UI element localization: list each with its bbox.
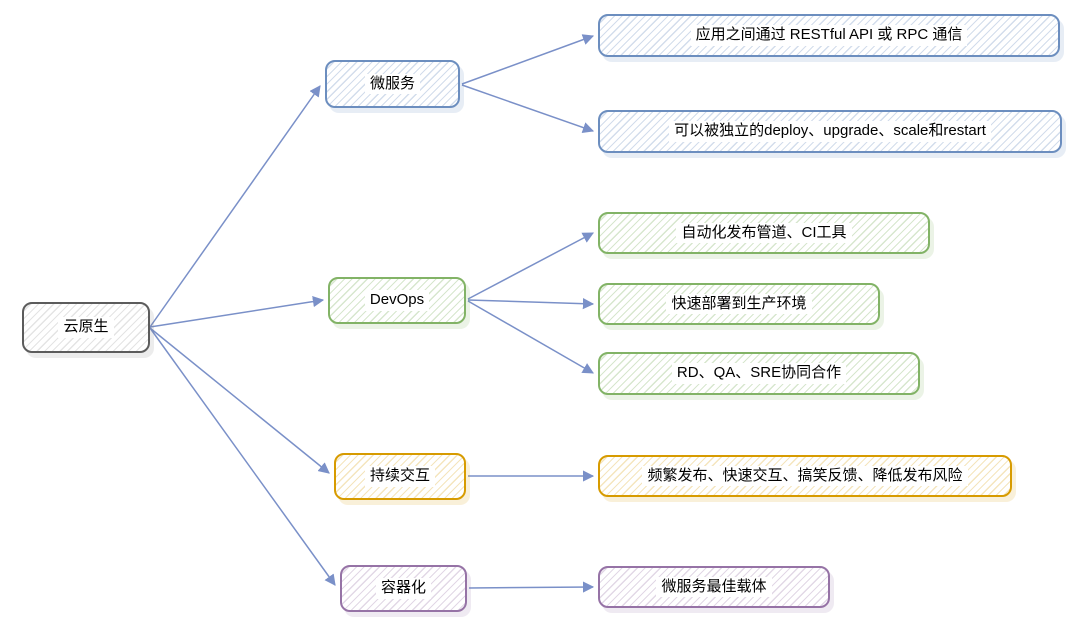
node-continuous[interactable]: 持续交互: [334, 453, 466, 500]
edge-container-leaf1[interactable]: [468, 581, 595, 593]
edge-devops-leaf3[interactable]: [467, 300, 594, 374]
node-container[interactable]: 容器化: [340, 565, 467, 612]
node-devops-leaf-3-label: RD、QA、SRE协同合作: [671, 363, 847, 384]
edge-root-container[interactable]: [149, 327, 336, 586]
node-devops-leaf-2-label: 快速部署到生产环境: [666, 293, 812, 315]
node-devops-leaf-3[interactable]: RD、QA、SRE协同合作: [598, 352, 920, 395]
edge-root-devops[interactable]: [149, 296, 325, 328]
node-root-label: 云原生: [58, 317, 114, 338]
node-microservice[interactable]: 微服务: [325, 60, 460, 108]
edge-devops-leaf2[interactable]: [467, 298, 595, 310]
node-devops-leaf-1[interactable]: 自动化发布管道、CI工具: [598, 212, 930, 254]
node-continuous-leaf-1-label: 频繁发布、快速交互、搞笑反馈、降低发布风险: [642, 465, 968, 487]
node-continuous-label: 持续交互: [364, 466, 435, 487]
node-ms-leaf-2[interactable]: 可以被独立的deploy、upgrade、scale和restart: [598, 110, 1062, 153]
node-ms-leaf-2-label: 可以被独立的deploy、upgrade、scale和restart: [669, 121, 991, 142]
node-devops-leaf-1-label: 自动化发布管道、CI工具: [676, 222, 852, 244]
node-root[interactable]: 云原生: [22, 302, 150, 353]
edge-root-microservice[interactable]: [149, 85, 321, 328]
edge-root-continuous[interactable]: [149, 327, 330, 474]
node-ms-leaf-1[interactable]: 应用之间通过 RESTful API 或 RPC 通信: [598, 14, 1060, 57]
node-container-leaf-1[interactable]: 微服务最佳载体: [598, 566, 830, 608]
edge-microservice-leaf1[interactable]: [461, 34, 595, 85]
node-microservice-label: 微服务: [364, 73, 420, 95]
node-devops-leaf-2[interactable]: 快速部署到生产环境: [598, 283, 880, 325]
node-container-label: 容器化: [375, 578, 431, 599]
edge-devops-leaf1[interactable]: [467, 232, 594, 300]
node-devops-label: DevOps: [364, 290, 430, 311]
node-ms-leaf-1-label: 应用之间通过 RESTful API 或 RPC 通信: [690, 25, 968, 46]
node-continuous-leaf-1[interactable]: 频繁发布、快速交互、搞笑反馈、降低发布风险: [598, 455, 1012, 497]
node-devops[interactable]: DevOps: [328, 277, 466, 324]
node-container-leaf-1-label: 微服务最佳载体: [656, 576, 772, 598]
edge-microservice-leaf2[interactable]: [461, 84, 595, 133]
